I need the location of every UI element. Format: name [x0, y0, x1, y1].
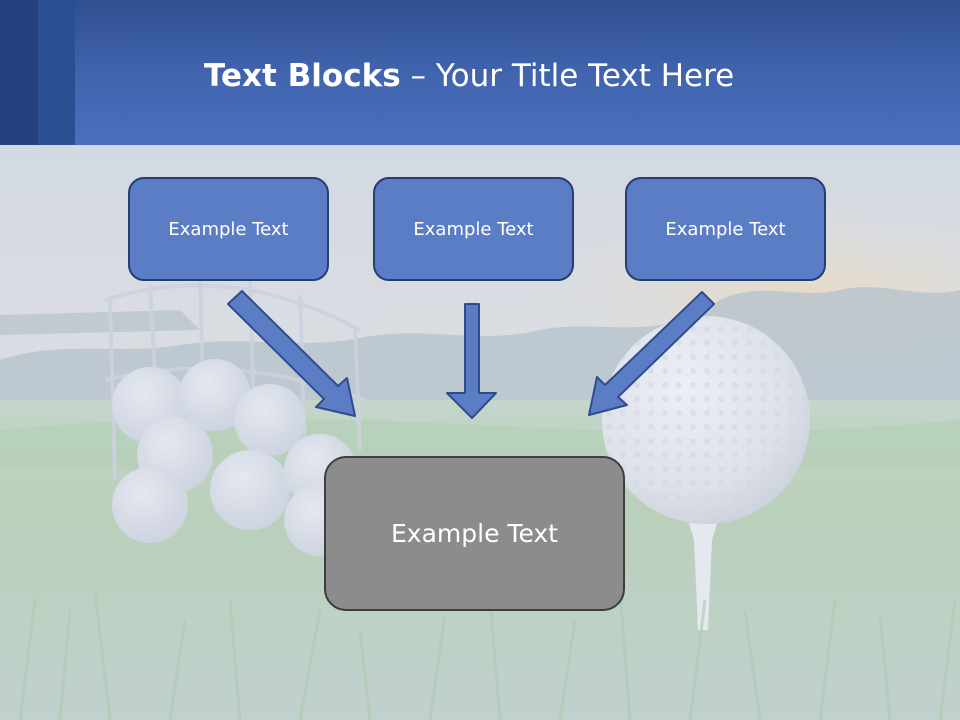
text-block-label: Example Text — [168, 218, 289, 240]
header-accent-stripe — [0, 0, 38, 145]
slide-title-rest: – Your Title Text Here — [400, 58, 735, 94]
text-block-label: Example Text — [413, 218, 534, 240]
slide-title-bold: Text Blocks — [204, 58, 401, 94]
text-block-top-middle[interactable]: Example Text — [373, 177, 574, 281]
text-block-top-right[interactable]: Example Text — [625, 177, 826, 281]
header-accent-stripe — [38, 0, 75, 145]
text-block-center[interactable]: Example Text — [324, 456, 625, 611]
text-block-label: Example Text — [665, 218, 786, 240]
title-header-bar — [0, 0, 960, 145]
slide-title[interactable]: Text Blocks – Your Title Text Here — [204, 54, 734, 98]
text-block-top-left[interactable]: Example Text — [128, 177, 329, 281]
text-block-label: Example Text — [391, 519, 558, 548]
